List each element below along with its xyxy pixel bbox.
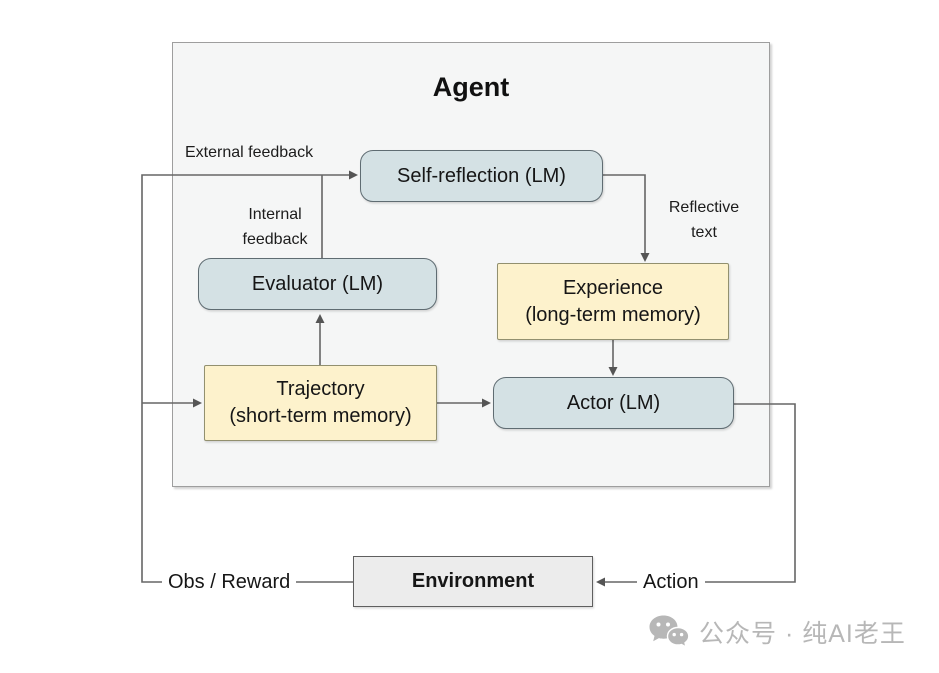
label-reflective-text-line2: text — [691, 224, 717, 241]
node-environment: Environment — [353, 556, 593, 607]
arrowhead-into-trajectory — [193, 398, 202, 408]
node-actor: Actor (LM) — [493, 377, 734, 429]
node-experience-title: Experience — [562, 276, 664, 299]
arrowhead-into-environment — [596, 577, 605, 587]
node-experience-subtitle: (long-term memory) — [525, 303, 701, 326]
node-self-reflection-label: Self-reflection (LM) — [397, 164, 566, 187]
arrowhead-into-actor-top — [608, 367, 618, 376]
arrowhead-into-actor-left — [482, 398, 491, 408]
label-obs-reward: Obs / Reward — [162, 570, 297, 594]
label-reflective-text-line1: Reflective — [668, 199, 740, 216]
arrowhead-into-self-reflection — [349, 170, 358, 180]
label-internal-feedback-line1: Internal — [248, 206, 302, 223]
node-actor-label: Actor (LM) — [566, 391, 661, 414]
edge-actor-to-environment — [604, 403, 796, 583]
label-external-feedback: External feedback — [185, 144, 314, 161]
watermark: 公众号 · 纯AI老王 — [648, 614, 906, 650]
label-reflective-text: Reflective text — [659, 195, 749, 245]
edge-self-reflection-to-experience — [603, 174, 646, 254]
arrowhead-into-experience — [640, 253, 650, 262]
wechat-icon — [649, 615, 690, 649]
label-internal-feedback: Internal feedback — [235, 202, 315, 252]
label-internal-feedback-line2: feedback — [242, 231, 308, 248]
arrowhead-into-evaluator — [315, 314, 325, 323]
node-environment-label: Environment — [411, 570, 535, 592]
node-evaluator-label: Evaluator (LM) — [251, 272, 384, 295]
node-evaluator: Evaluator (LM) — [198, 258, 437, 310]
node-trajectory-title: Trajectory — [276, 378, 365, 400]
label-action: Action — [637, 570, 705, 594]
node-self-reflection: Self-reflection (LM) — [360, 150, 603, 202]
node-experience: Experience (long-term memory) — [497, 263, 729, 340]
agent-title: Agent — [432, 72, 510, 102]
watermark-text: 公众号 · 纯AI老王 — [699, 620, 906, 648]
node-trajectory: Trajectory (short-term memory) — [204, 365, 437, 441]
node-trajectory-subtitle: (short-term memory) — [229, 405, 412, 427]
